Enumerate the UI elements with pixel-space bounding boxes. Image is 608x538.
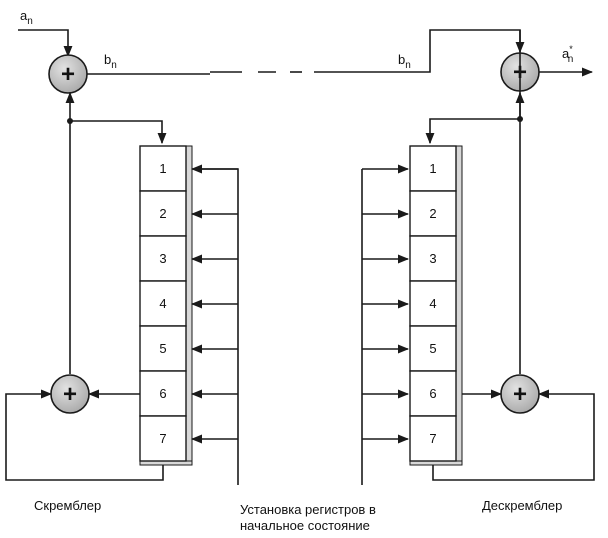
scrambler-cell-7: 7 xyxy=(159,431,166,446)
output-a-label: a*n xyxy=(562,44,573,65)
bn-label-right: bn xyxy=(398,52,411,71)
descrambler-cell-1: 1 xyxy=(429,161,436,176)
descrambler-cell-4: 4 xyxy=(429,296,436,311)
descrambler-bottom-xor-symbol: + xyxy=(513,381,527,408)
scrambler-cell-1: 1 xyxy=(159,161,166,176)
descrambler-register: 1 2 3 4 5 6 7 xyxy=(409,145,463,466)
descrambler-cell-5: 5 xyxy=(429,341,436,356)
scrambler-tap-7 xyxy=(5,389,164,481)
input-a-label: an xyxy=(20,8,33,27)
scrambler-cell-3: 3 xyxy=(159,251,166,266)
descrambler-to-register xyxy=(425,118,520,145)
scrambler-register: 1 2 3 4 5 6 7 xyxy=(139,145,193,466)
descrambler-caption: Дескремблер xyxy=(482,498,563,513)
scrambler-cell-4: 4 xyxy=(159,296,166,311)
bn-label-left: bn xyxy=(104,52,117,71)
descrambler-bottom-xor: + xyxy=(500,374,540,414)
scrambler-cell-2: 2 xyxy=(159,206,166,221)
scrambler-top-xor-symbol: + xyxy=(61,61,75,88)
scrambler-to-register xyxy=(70,120,167,145)
scrambler-top-xor: + xyxy=(48,54,88,94)
scrambler-bottom-xor-symbol: + xyxy=(63,381,77,408)
scrambler-bottom-xor: + xyxy=(50,374,90,414)
scrambler-cell-6: 6 xyxy=(159,386,166,401)
scrambler-caption: Скремблер xyxy=(34,498,102,513)
init-caption: Установка регистров в начальное состояни… xyxy=(240,502,376,534)
descrambler-cell-3: 3 xyxy=(429,251,436,266)
init-caption-line-2: начальное состояние xyxy=(240,518,370,533)
descrambler-cell-2: 2 xyxy=(429,206,436,221)
init-caption-line-1: Установка регистров в xyxy=(240,502,376,517)
descrambler-cell-6: 6 xyxy=(429,386,436,401)
scrambler-init-bus xyxy=(196,168,239,485)
scrambler-cell-5: 5 xyxy=(159,341,166,356)
bn-link-dash-4 xyxy=(314,29,525,73)
descrambler-tap-7 xyxy=(432,389,595,481)
input-a-wire xyxy=(18,29,73,58)
descrambler-cell-7: 7 xyxy=(429,431,436,446)
